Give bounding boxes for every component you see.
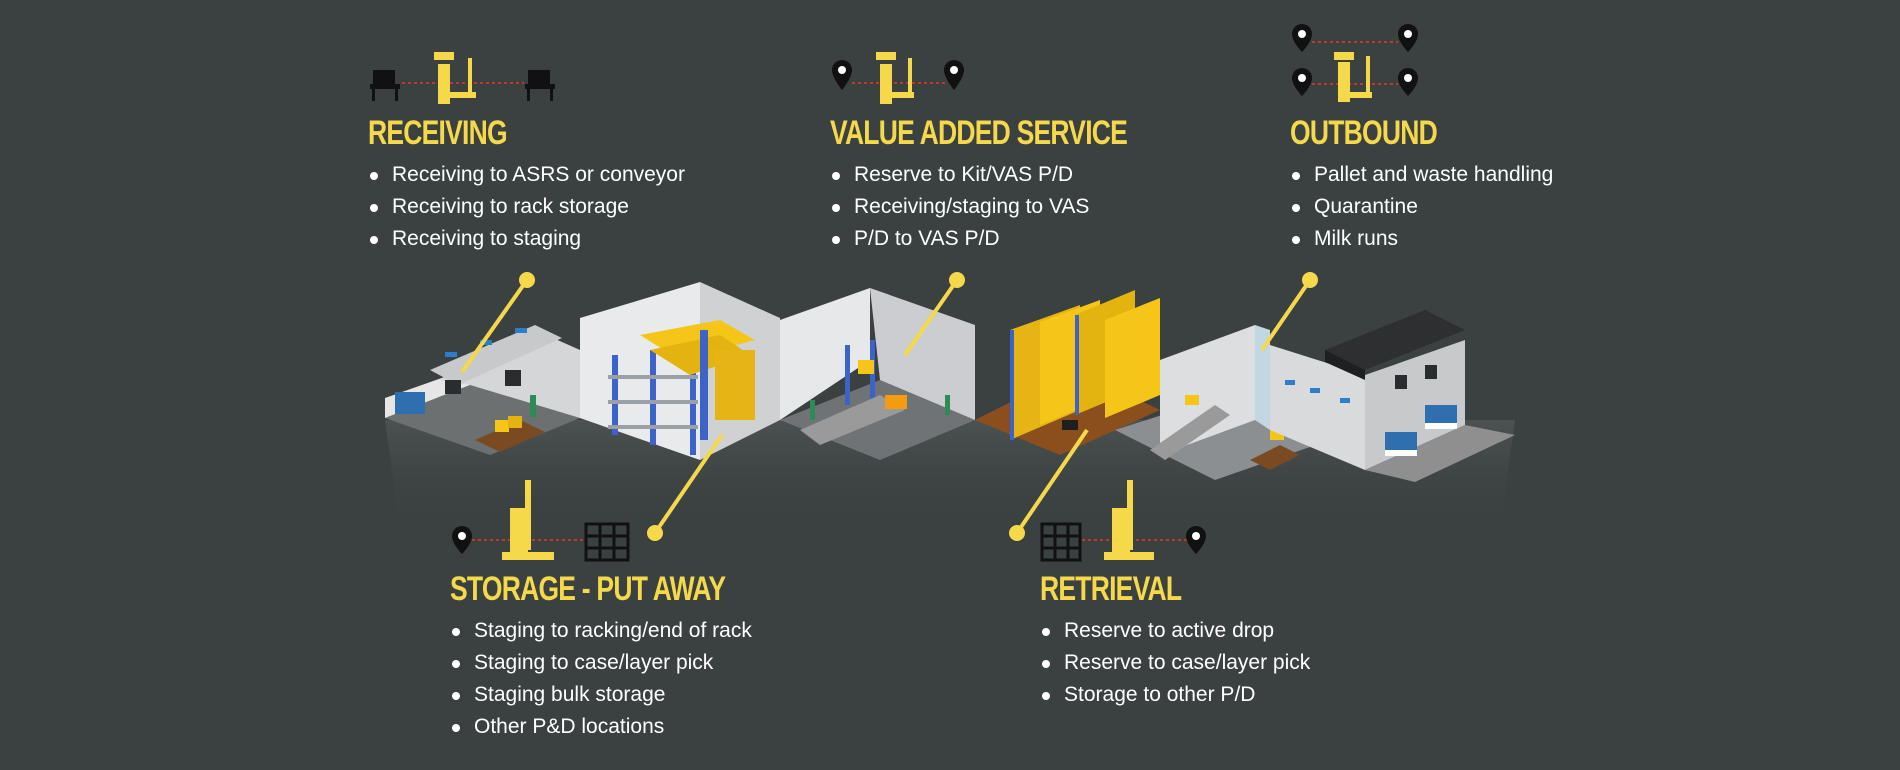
location-pin-icon xyxy=(1398,24,1418,52)
list-item: Other P&D locations xyxy=(450,711,803,743)
vas-title: VALUE ADDED SERVICE xyxy=(830,114,1128,152)
location-pin-icon xyxy=(1292,68,1312,96)
reach-truck-icon xyxy=(1104,480,1154,560)
list-item: Staging to case/layer pick xyxy=(450,647,803,679)
list-item: Reserve to case/layer pick xyxy=(1040,647,1310,679)
vas-connector xyxy=(903,278,959,357)
list-item: Staging to racking/end of rack xyxy=(450,615,803,647)
retrieval-building xyxy=(975,290,1160,455)
retrieval-list: Reserve to active drop Reserve to case/l… xyxy=(1040,615,1310,711)
outbound-list: Pallet and waste handling Quarantine Mil… xyxy=(1290,159,1553,255)
location-pin-icon xyxy=(1186,526,1206,554)
list-item: Reserve to active drop xyxy=(1040,615,1310,647)
location-pin-icon xyxy=(944,60,964,90)
list-item: Storage to other P/D xyxy=(1040,679,1310,711)
retrieval-section: RETRIEVAL Reserve to active drop Reserve… xyxy=(1040,478,1310,711)
outbound-staging xyxy=(1115,325,1330,480)
receiving-title: RECEIVING xyxy=(368,114,508,152)
list-item: Milk runs xyxy=(1290,223,1553,255)
storage-icons xyxy=(452,480,630,562)
list-item: P/D to VAS P/D xyxy=(830,223,1211,255)
list-item: Receiving/staging to VAS xyxy=(830,191,1211,223)
receiving-icons xyxy=(370,52,555,104)
pallet-rack-icon xyxy=(1040,522,1082,562)
forklift-icon xyxy=(1334,52,1372,102)
vas-list: Reserve to Kit/VAS P/D Receiving/staging… xyxy=(830,159,1211,255)
pallet-rack-icon xyxy=(584,522,630,562)
outbound-connector xyxy=(1260,278,1312,352)
list-item: Reserve to Kit/VAS P/D xyxy=(830,159,1211,191)
storage-list: Staging to racking/end of rack Staging t… xyxy=(450,615,803,743)
forklift-icon xyxy=(434,52,476,104)
outbound-building xyxy=(1270,310,1515,482)
forklift-icon xyxy=(876,52,914,104)
location-pin-icon xyxy=(1398,68,1418,96)
storage-connector xyxy=(653,433,724,535)
list-item: Receiving to ASRS or conveyor xyxy=(368,159,685,191)
conveyor-icon xyxy=(370,70,400,101)
receiving-connector xyxy=(460,278,529,374)
location-pin-icon xyxy=(1292,24,1312,52)
receiving-list: Receiving to ASRS or conveyor Receiving … xyxy=(368,159,685,255)
list-item: Receiving to rack storage xyxy=(368,191,685,223)
list-item: Pallet and waste handling xyxy=(1290,159,1553,191)
list-item: Staging bulk storage xyxy=(450,679,803,711)
storage-section: STORAGE - PUT AWAY Staging to racking/en… xyxy=(450,478,803,743)
retrieval-icons xyxy=(1040,480,1206,562)
reach-truck-icon xyxy=(502,480,554,560)
location-pin-icon xyxy=(832,60,852,90)
vas-building xyxy=(780,288,975,460)
connector-lines xyxy=(460,272,1318,541)
receiving-section: RECEIVING Receiving to ASRS or conveyor … xyxy=(368,48,685,255)
retrieval-title: RETRIEVAL xyxy=(1040,570,1182,608)
outbound-section: OUTBOUND Pallet and waste handling Quara… xyxy=(1290,22,1553,255)
outbound-icons xyxy=(1292,24,1418,102)
storage-title: STORAGE - PUT AWAY xyxy=(450,570,726,608)
location-pin-icon xyxy=(452,526,472,554)
vas-section: VALUE ADDED SERVICE Reserve to Kit/VAS P… xyxy=(830,48,1211,255)
conveyor-icon xyxy=(525,70,555,101)
list-item: Receiving to staging xyxy=(368,223,685,255)
vas-icons xyxy=(832,52,964,104)
list-item: Quarantine xyxy=(1290,191,1553,223)
outbound-title: OUTBOUND xyxy=(1290,114,1438,152)
retrieval-connector xyxy=(1015,428,1089,535)
storage-building xyxy=(580,282,780,460)
